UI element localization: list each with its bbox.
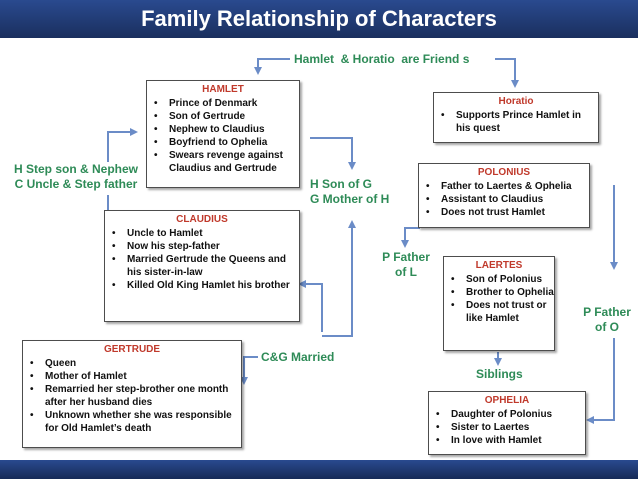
laertes-item: Does not trust or like Hamlet: [451, 299, 554, 325]
laertes-box: LAERTES Son of Polonius Brother to Ophel…: [443, 256, 555, 351]
married-label: C&G Married: [261, 350, 335, 364]
gertrude-item: Queen: [30, 357, 241, 370]
hamlet-item: Nephew to Claudius: [154, 123, 299, 136]
horatio-item: Supports Prince Hamlet in his quest: [441, 109, 598, 135]
friends-arrow-right: [495, 58, 519, 88]
gertrude-box: GERTRUDE Queen Mother of Hamlet Remarrie…: [22, 340, 242, 448]
title-bar: [0, 0, 638, 38]
laertes-item: Brother to Ophelia: [451, 286, 554, 299]
gertrude-title: GERTRUDE: [103, 344, 161, 355]
polonius-box: POLONIUS Father to Laertes & Ophelia Ass…: [418, 163, 590, 228]
hamlet-title: HAMLET: [202, 84, 244, 95]
ophelia-item: In love with Hamlet: [436, 434, 585, 447]
footer-bar: [0, 460, 638, 479]
son-label-line: H Son of G: [310, 177, 372, 191]
gertrude-item: Unknown whether she was responsible for …: [30, 409, 241, 435]
polonius-item: Assistant to Claudius: [426, 193, 589, 206]
polonius-item: Father to Laertes & Ophelia: [426, 180, 589, 193]
step-arrow-up: [107, 128, 138, 162]
father-ophelia-arrow-2: [586, 338, 615, 424]
hamlet-item: Prince of Denmark: [154, 97, 299, 110]
father-laertes-line: of L: [395, 265, 417, 279]
polonius-item: Does not trust Hamlet: [426, 206, 589, 219]
son-arrow-down: [310, 137, 356, 170]
polonius-title: POLONIUS: [477, 167, 531, 178]
hamlet-item: Swears revenge against Claudius and Gert…: [154, 149, 299, 175]
married-arrow-up: [298, 280, 323, 332]
father-ophelia-line: P Father: [583, 305, 631, 319]
hamlet-box: HAMLET Prince of Denmark Son of Gertrude…: [146, 80, 300, 188]
son-relation-label: H Son of G G Mother of H: [310, 177, 389, 207]
claudius-item: Uncle to Hamlet: [112, 227, 299, 240]
ophelia-item: Sister to Laertes: [436, 421, 585, 434]
horatio-box: Horatio Supports Prince Hamlet in his qu…: [433, 92, 599, 143]
son-arrow-up: [322, 220, 356, 337]
step-relation-label: H Step son & Nephew C Uncle & Step fathe…: [6, 162, 146, 192]
claudius-item: Killed Old King Hamlet his brother: [112, 279, 299, 292]
ophelia-title: OPHELIA: [484, 395, 530, 406]
claudius-item: Married Gertrude the Queens and his sist…: [112, 253, 299, 279]
claudius-item: Now his step-father: [112, 240, 299, 253]
hamlet-item: Boyfriend to Ophelia: [154, 136, 299, 149]
gertrude-item: Mother of Hamlet: [30, 370, 241, 383]
father-laertes-line: P Father: [382, 250, 430, 264]
married-arrow-down: [240, 356, 258, 385]
ophelia-item: Daughter of Polonius: [436, 408, 585, 421]
page-title: Family Relationship of Characters: [141, 6, 497, 31]
friends-label: Hamlet & Horatio are Friend s: [294, 52, 470, 66]
son-label-line: G Mother of H: [310, 192, 390, 206]
father-ophelia-label: P Father of O: [578, 305, 636, 335]
claudius-box: CLAUDIUS Uncle to Hamlet Now his step-fa…: [104, 210, 300, 322]
claudius-title: CLAUDIUS: [176, 214, 228, 225]
laertes-title: LAERTES: [475, 260, 523, 271]
horatio-title: Horatio: [498, 96, 534, 107]
friends-arrow-left: [254, 58, 290, 75]
father-laertes-label: P Father of L: [376, 250, 436, 280]
laertes-item: Son of Polonius: [451, 273, 554, 286]
hamlet-item: Son of Gertrude: [154, 110, 299, 123]
ophelia-box: OPHELIA Daughter of Polonius Sister to L…: [428, 391, 586, 455]
step-label-line: H Step son & Nephew: [13, 162, 138, 176]
father-laertes-arrow: [401, 227, 420, 248]
step-label-line: C Uncle & Step father: [14, 177, 138, 191]
gertrude-item: Remarried her step-brother one month aft…: [30, 383, 241, 409]
siblings-label: Siblings: [476, 367, 523, 381]
father-ophelia-line: of O: [595, 320, 619, 334]
